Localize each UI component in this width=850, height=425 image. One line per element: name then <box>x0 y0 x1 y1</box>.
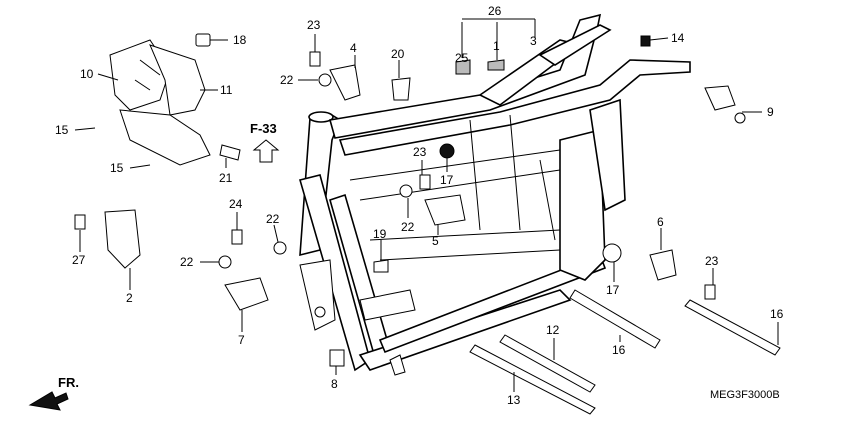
callout-labels: 18 10 11 15 15 23 22 4 20 26 25 1 3 14 9… <box>55 4 784 407</box>
callout-14: 14 <box>671 31 685 45</box>
bolt-27 <box>74 214 86 230</box>
callout-22-c: 22 <box>266 212 280 226</box>
callout-3: 3 <box>530 34 537 48</box>
clip-19 <box>373 259 389 273</box>
callout-9: 9 <box>767 105 774 119</box>
bracket-2 <box>104 209 141 269</box>
leader-lines <box>74 18 779 392</box>
bolt-16b <box>684 299 781 356</box>
nut-17a <box>439 143 455 159</box>
callout-20: 20 <box>391 47 405 61</box>
callout-10: 10 <box>80 67 94 81</box>
callout-17-a: 17 <box>440 173 454 187</box>
clamp-20 <box>391 77 411 101</box>
main-frame <box>299 13 691 376</box>
bracket-7 <box>224 277 269 311</box>
callout-15-a: 15 <box>55 123 69 137</box>
callout-23-a: 23 <box>307 18 321 32</box>
callout-12: 12 <box>546 323 560 337</box>
small-parts <box>74 33 781 415</box>
callout-11: 11 <box>220 83 233 97</box>
callout-18: 18 <box>233 33 247 47</box>
fr-arrow-icon <box>28 391 69 411</box>
bolt-13 <box>469 344 596 415</box>
bolt-23a <box>309 51 321 67</box>
callout-19: 19 <box>373 227 387 241</box>
reference-arrow: F-33 <box>250 121 280 163</box>
callout-27: 27 <box>72 253 86 267</box>
callout-23-b: 23 <box>413 145 427 159</box>
callout-2: 2 <box>126 291 133 305</box>
direction-label: FR. <box>58 375 79 390</box>
callout-22-d: 22 <box>180 255 194 269</box>
callout-1: 1 <box>493 39 500 53</box>
rubber-8 <box>329 349 345 367</box>
callout-16-a: 16 <box>612 343 626 357</box>
diagram-code: MEG3F3000B <box>710 389 780 401</box>
washer-22d <box>218 255 232 269</box>
bolt-24 <box>231 229 243 245</box>
bolt-14 <box>640 35 651 47</box>
reference-label: F-33 <box>250 121 277 136</box>
side-cover-assembly <box>109 39 211 166</box>
bracket-5 <box>424 194 466 226</box>
callout-15-b: 15 <box>110 161 124 175</box>
washer-22c <box>273 241 287 255</box>
callout-25: 25 <box>455 51 469 65</box>
callout-8: 8 <box>331 377 338 391</box>
washer-22a <box>318 73 332 87</box>
callout-7: 7 <box>238 333 245 347</box>
callout-13: 13 <box>507 393 521 407</box>
callout-22-a: 22 <box>280 73 294 87</box>
callout-22-b: 22 <box>401 220 415 234</box>
callout-26: 26 <box>488 4 502 18</box>
bolt-23c <box>704 284 716 300</box>
callout-23-c: 23 <box>705 254 719 268</box>
bolt-12 <box>499 334 596 393</box>
switch-9 <box>704 85 736 111</box>
stay-21 <box>219 144 241 161</box>
cover-25 <box>455 59 471 75</box>
bolt-16a <box>569 289 661 349</box>
direction-indicator: FR. <box>28 375 79 411</box>
callout-21: 21 <box>219 171 233 185</box>
cover-1 <box>487 59 505 71</box>
callout-17-b: 17 <box>606 283 620 297</box>
bracket-6 <box>649 249 677 281</box>
callout-4: 4 <box>350 41 357 55</box>
cap-17b <box>602 243 622 263</box>
bracket-4 <box>329 64 361 101</box>
callout-5: 5 <box>432 234 439 248</box>
callout-24: 24 <box>229 197 243 211</box>
washer-22b <box>399 184 413 198</box>
callout-6: 6 <box>657 215 664 229</box>
callout-16-b: 16 <box>770 307 784 321</box>
clip-18 <box>195 33 211 47</box>
bolt-23b <box>419 174 431 190</box>
